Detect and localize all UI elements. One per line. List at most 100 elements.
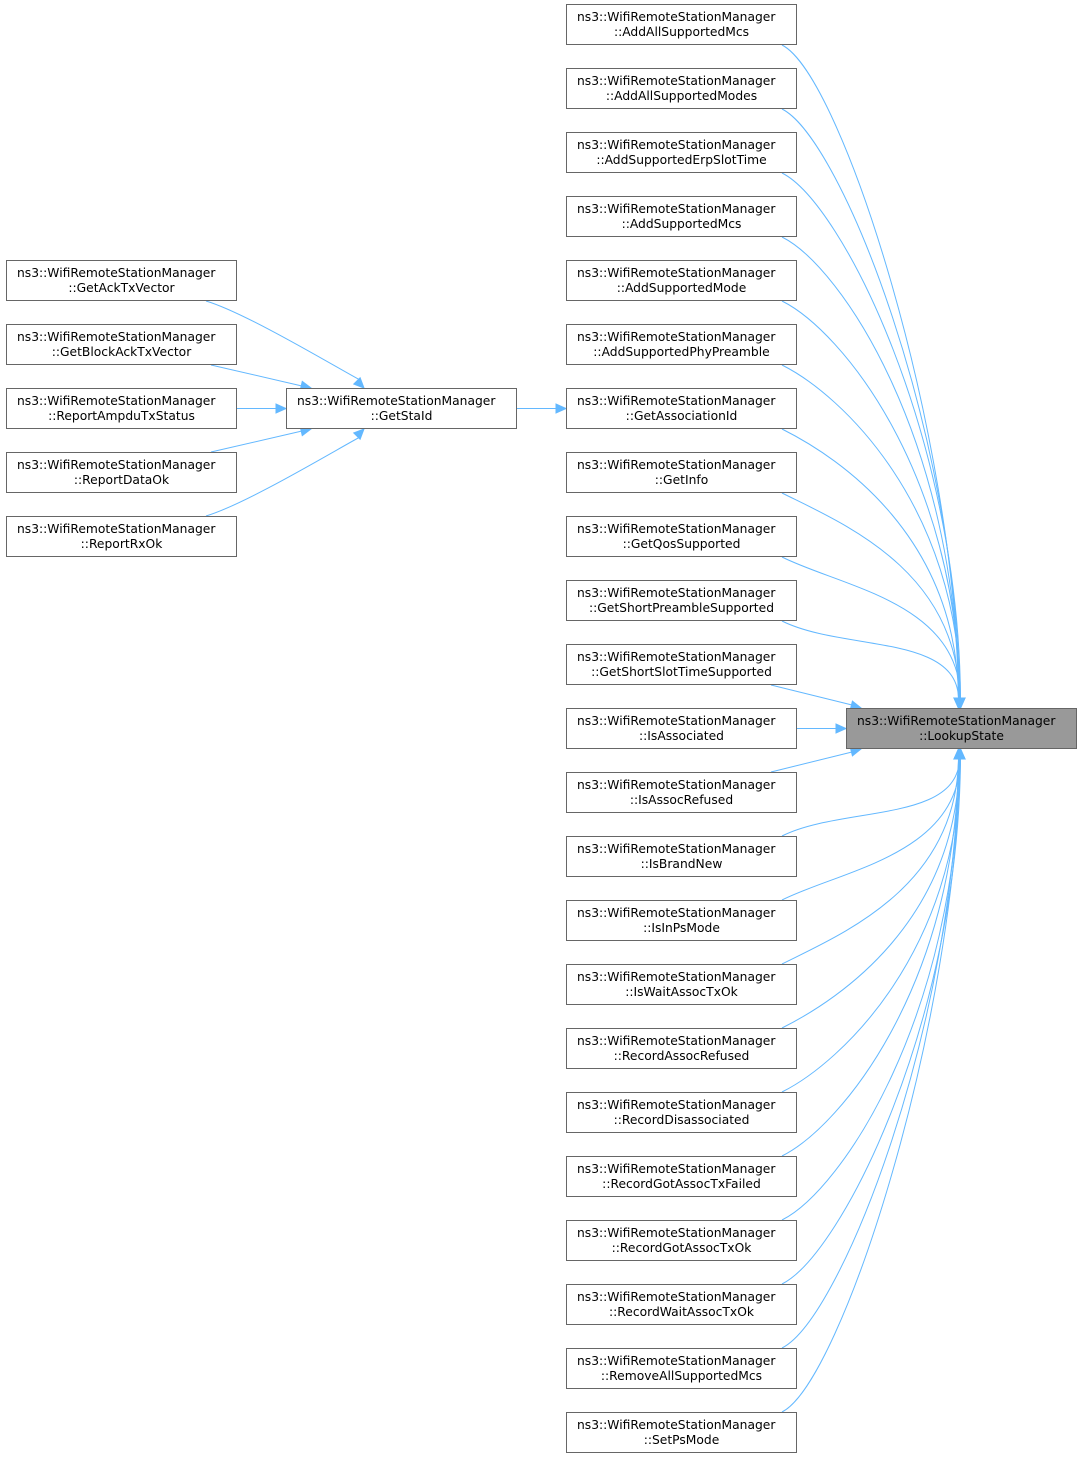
edge xyxy=(781,44,959,699)
node-report-ampdu-tx-status[interactable]: ns3::WifiRemoteStationManager::ReportAmp… xyxy=(6,388,237,429)
node-record-assoc-refused[interactable]: ns3::WifiRemoteStationManager::RecordAss… xyxy=(566,1028,797,1069)
node-function-label: ::GetStaId xyxy=(370,408,433,423)
node-function-label: ::ReportDataOk xyxy=(73,472,170,487)
node-namespace-label: ns3::WifiRemoteStationManager xyxy=(577,1225,776,1240)
node-function-label: ::RecordDisassociated xyxy=(613,1112,750,1127)
node-add-supported-phy-preamble[interactable]: ns3::WifiRemoteStationManager::AddSuppor… xyxy=(566,324,797,365)
node-report-data-ok[interactable]: ns3::WifiRemoteStationManager::ReportDat… xyxy=(6,452,237,493)
node-function-label: ::RemoveAllSupportedMcs xyxy=(600,1368,763,1383)
node-function-label: ::GetAssociationId xyxy=(625,408,738,423)
node-namespace-label: ns3::WifiRemoteStationManager xyxy=(577,201,776,216)
node-namespace-label: ns3::WifiRemoteStationManager xyxy=(17,521,216,536)
node-namespace-label: ns3::WifiRemoteStationManager xyxy=(577,137,776,152)
node-record-got-assoc-tx-failed[interactable]: ns3::WifiRemoteStationManager::RecordGot… xyxy=(566,1156,797,1197)
node-record-disassociated[interactable]: ns3::WifiRemoteStationManager::RecordDis… xyxy=(566,1092,797,1133)
node-function-label: ::GetShortPreambleSupported xyxy=(588,600,775,615)
edge xyxy=(781,758,960,1029)
node-function-label: ::IsInPsMode xyxy=(643,920,720,935)
edge xyxy=(781,758,961,1093)
node-namespace-label: ns3::WifiRemoteStationManager xyxy=(17,265,216,280)
node-get-ack-tx-vector[interactable]: ns3::WifiRemoteStationManager::GetAckTxV… xyxy=(6,260,237,301)
node-is-assoc-refused[interactable]: ns3::WifiRemoteStationManager::IsAssocRe… xyxy=(566,772,797,813)
edge xyxy=(781,758,961,1285)
edge-arrowhead xyxy=(555,403,568,414)
node-get-sta-id[interactable]: ns3::WifiRemoteStationManager::GetStaId xyxy=(286,388,517,429)
node-is-brand-new[interactable]: ns3::WifiRemoteStationManager::IsBrandNe… xyxy=(566,836,797,877)
node-namespace-label: ns3::WifiRemoteStationManager xyxy=(577,73,776,88)
node-function-label: ::ReportAmpduTxStatus xyxy=(48,408,195,423)
edge-arrowhead xyxy=(835,723,848,734)
edge-arrowhead xyxy=(954,747,965,760)
node-get-short-slot-time-supported[interactable]: ns3::WifiRemoteStationManager::GetShortS… xyxy=(566,644,797,685)
edge xyxy=(210,364,303,387)
node-get-info[interactable]: ns3::WifiRemoteStationManager::GetInfo xyxy=(566,452,797,493)
node-namespace-label: ns3::WifiRemoteStationManager xyxy=(577,521,776,536)
node-function-label: ::LookupState xyxy=(919,728,1004,743)
node-add-supported-mcs[interactable]: ns3::WifiRemoteStationManager::AddSuppor… xyxy=(566,196,797,237)
node-add-supported-erp-slot-time[interactable]: ns3::WifiRemoteStationManager::AddSuppor… xyxy=(566,132,797,173)
node-function-label: ::AddSupportedPhyPreamble xyxy=(593,344,770,359)
edge xyxy=(781,428,959,699)
edge xyxy=(781,492,960,699)
node-namespace-label: ns3::WifiRemoteStationManager xyxy=(297,393,496,408)
node-namespace-label: ns3::WifiRemoteStationManager xyxy=(577,649,776,664)
edge xyxy=(781,300,960,699)
node-namespace-label: ns3::WifiRemoteStationManager xyxy=(577,1289,776,1304)
node-is-wait-assoc-tx-ok[interactable]: ns3::WifiRemoteStationManager::IsWaitAss… xyxy=(566,964,797,1005)
node-set-ps-mode[interactable]: ns3::WifiRemoteStationManager::SetPsMode xyxy=(566,1412,797,1453)
edge-arrowhead xyxy=(953,697,964,710)
edge xyxy=(781,236,959,699)
node-add-all-supported-mcs[interactable]: ns3::WifiRemoteStationManager::AddAllSup… xyxy=(566,4,797,45)
node-namespace-label: ns3::WifiRemoteStationManager xyxy=(577,1097,776,1112)
node-function-label: ::RecordWaitAssocTxOk xyxy=(608,1304,755,1319)
node-function-label: ::GetShortSlotTimeSupported xyxy=(591,664,772,679)
node-is-in-ps-mode[interactable]: ns3::WifiRemoteStationManager::IsInPsMod… xyxy=(566,900,797,941)
edge xyxy=(781,758,960,837)
node-namespace-label: ns3::WifiRemoteStationManager xyxy=(577,265,776,280)
node-function-label: ::IsWaitAssocTxOk xyxy=(625,984,738,999)
node-function-label: ::SetPsMode xyxy=(643,1432,720,1447)
node-namespace-label: ns3::WifiRemoteStationManager xyxy=(17,329,216,344)
node-namespace-label: ns3::WifiRemoteStationManager xyxy=(577,1353,776,1368)
edge xyxy=(205,436,361,517)
node-function-label: ::AddSupportedMcs xyxy=(621,216,742,231)
node-namespace-label: ns3::WifiRemoteStationManager xyxy=(577,457,776,472)
node-record-got-assoc-tx-ok[interactable]: ns3::WifiRemoteStationManager::RecordGot… xyxy=(566,1220,797,1261)
node-function-label: ::IsAssocRefused xyxy=(629,792,734,807)
node-report-rx-ok[interactable]: ns3::WifiRemoteStationManager::ReportRxO… xyxy=(6,516,237,557)
edge xyxy=(781,758,960,1413)
edge-arrowhead xyxy=(352,428,365,441)
edge xyxy=(781,620,959,699)
node-namespace-label: ns3::WifiRemoteStationManager xyxy=(857,713,1056,728)
edge xyxy=(781,556,961,699)
node-namespace-label: ns3::WifiRemoteStationManager xyxy=(577,1417,776,1432)
node-is-associated[interactable]: ns3::WifiRemoteStationManager::IsAssocia… xyxy=(566,708,797,749)
node-namespace-label: ns3::WifiRemoteStationManager xyxy=(577,969,776,984)
node-namespace-label: ns3::WifiRemoteStationManager xyxy=(577,9,776,24)
node-function-label: ::RecordAssocRefused xyxy=(613,1048,750,1063)
node-namespace-label: ns3::WifiRemoteStationManager xyxy=(577,777,776,792)
edge xyxy=(770,751,853,773)
node-get-association-id[interactable]: ns3::WifiRemoteStationManager::GetAssoci… xyxy=(566,388,797,429)
node-namespace-label: ns3::WifiRemoteStationManager xyxy=(577,329,776,344)
node-get-qos-supported[interactable]: ns3::WifiRemoteStationManager::GetQosSup… xyxy=(566,516,797,557)
node-add-supported-mode[interactable]: ns3::WifiRemoteStationManager::AddSuppor… xyxy=(566,260,797,301)
edge xyxy=(210,430,303,453)
edge xyxy=(781,758,959,965)
edge-arrowhead xyxy=(352,376,365,389)
node-namespace-label: ns3::WifiRemoteStationManager xyxy=(577,1161,776,1176)
edge xyxy=(770,684,853,706)
node-record-wait-assoc-tx-ok[interactable]: ns3::WifiRemoteStationManager::RecordWai… xyxy=(566,1284,797,1325)
node-function-label: ::GetBlockAckTxVector xyxy=(51,344,192,359)
node-function-label: ::GetAckTxVector xyxy=(68,280,175,295)
node-namespace-label: ns3::WifiRemoteStationManager xyxy=(577,713,776,728)
node-get-short-preamble-supported[interactable]: ns3::WifiRemoteStationManager::GetShortP… xyxy=(566,580,797,621)
node-remove-all-supported-mcs[interactable]: ns3::WifiRemoteStationManager::RemoveAll… xyxy=(566,1348,797,1389)
node-get-block-ack-tx-vector[interactable]: ns3::WifiRemoteStationManager::GetBlockA… xyxy=(6,324,237,365)
node-add-all-supported-modes[interactable]: ns3::WifiRemoteStationManager::AddAllSup… xyxy=(566,68,797,109)
node-function-label: ::AddAllSupportedModes xyxy=(605,88,758,103)
node-function-label: ::AddSupportedErpSlotTime xyxy=(596,152,767,167)
node-namespace-label: ns3::WifiRemoteStationManager xyxy=(577,841,776,856)
edge xyxy=(781,364,961,699)
node-namespace-label: ns3::WifiRemoteStationManager xyxy=(17,457,216,472)
